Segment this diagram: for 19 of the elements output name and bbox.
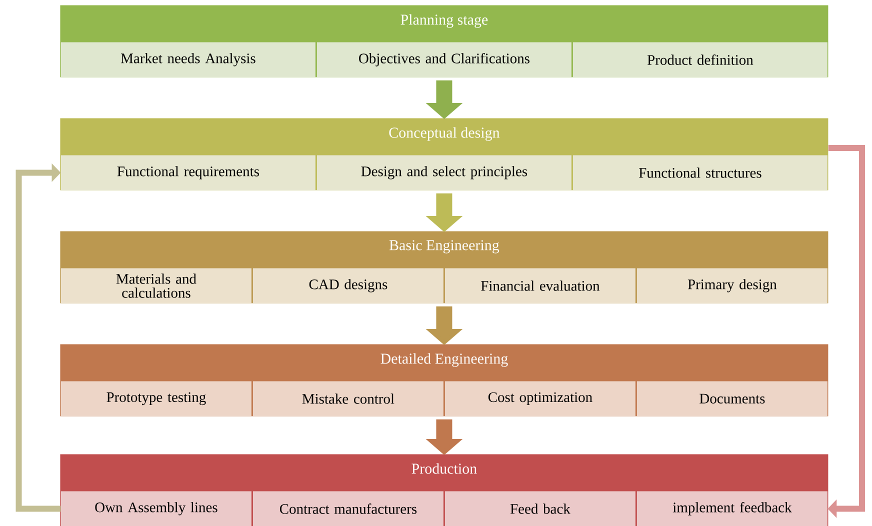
stage-cell: CAD designs xyxy=(252,268,444,304)
stage-cell: Cost optimization xyxy=(444,381,636,416)
stage-cell: Financial evaluation xyxy=(444,268,636,304)
stage-cell: Functional requirements xyxy=(60,155,316,190)
stage-cell: Primary design xyxy=(636,268,828,304)
stage-cell: Own Assembly lines xyxy=(60,491,252,526)
stage-cell: Mistake control xyxy=(252,381,444,416)
stage-cell: Prototype testing xyxy=(60,381,252,416)
stage-cell: implement feedback xyxy=(636,491,828,526)
feedback-arrow xyxy=(16,163,61,512)
stage-cell: Objectives and Clarifications xyxy=(316,42,572,78)
stage-cell: Product definition xyxy=(572,42,828,78)
stage-cell: Contract manufacturers xyxy=(252,491,444,526)
stage-cell: Design and select principles xyxy=(316,155,572,190)
stage-cell: Functional structures xyxy=(572,155,828,190)
stage-cell: Feed back xyxy=(444,491,636,526)
stage-cell: Documents xyxy=(636,381,828,416)
stage-cell: Market needs Analysis xyxy=(60,42,316,78)
stage-cell: Materials and calculations xyxy=(60,268,252,304)
